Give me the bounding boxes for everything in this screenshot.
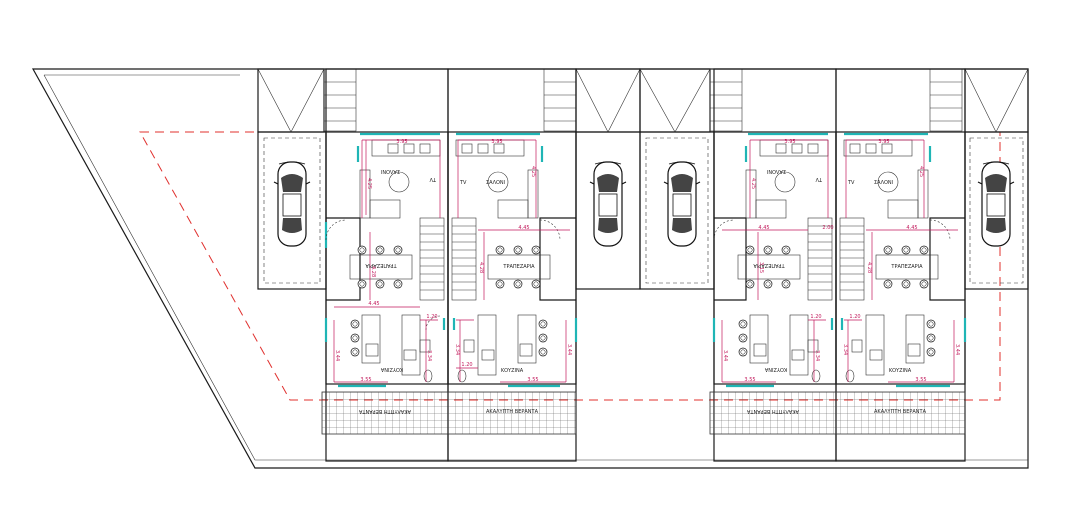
car-2: [589, 161, 627, 247]
unit2-dim-445: 4.45: [518, 225, 529, 231]
unit1-dim-120: 1.20: [426, 314, 437, 320]
unit3-dim-315: 3.15: [758, 262, 764, 273]
unit3-dining-label: ΤΡΑΠΕΖΑΡΙΑ: [753, 262, 786, 268]
unit1-kitchen-label: ΚΟΥΖΙΝΑ: [380, 366, 403, 372]
unit1-dim-445: 4.45: [368, 301, 379, 307]
unit2-veranda-label: ΑΚΑΛΥΠΤΗ ΒΕΡΑΝΤΑ: [486, 409, 539, 415]
unit1-dim-top: 3.95: [396, 139, 407, 145]
top-storage-boxes: [257, 68, 1029, 133]
unit4-dim-top: 3.95: [878, 139, 889, 145]
unit3-kitchen-label: ΚΟΥΖΙΝΑ: [764, 366, 787, 372]
unit1-dim-425: 4.25: [366, 178, 372, 189]
unit4-dim-120: 1.20: [849, 314, 860, 320]
unit2-dim-425: 4.25: [530, 166, 536, 177]
unit4-dining-label: ΤΡΑΠΕΖΑΡΙΑ: [890, 264, 923, 270]
unit3-dim-445: 4.45: [758, 225, 769, 231]
unit2-kitchen-label: ΚΟΥΖΙΝΑ: [501, 368, 524, 374]
unit2-dim-120: 1.20: [461, 362, 472, 368]
unit3-dim-344: 3.44: [722, 350, 728, 361]
unit2-dim-334: 3.34: [454, 344, 460, 355]
unit4-dim-428: 4.28: [866, 262, 872, 273]
unit2-dim-355: 3.55: [527, 377, 538, 383]
unit4-dim-355: 3.55: [915, 377, 926, 383]
unit1-dim-355: 3.55: [360, 377, 371, 383]
unit-4: [835, 68, 967, 462]
unit2-dim-344: 3.44: [566, 344, 572, 355]
car-1: [273, 161, 311, 247]
unit3-dim-334: 3.34: [814, 350, 820, 361]
unit2-dim-top: 3.95: [491, 139, 502, 145]
unit3-dim-425: 4.25: [750, 178, 756, 189]
car-3: [663, 161, 701, 247]
unit4-dim-425: 4.25: [918, 166, 924, 177]
unit-2: [447, 68, 578, 462]
unit4-salon-label: ΣΑΛΟΝΙ: [874, 180, 893, 186]
unit1-dim-344: 3.44: [334, 350, 340, 361]
unit1-dim-334: 3.34: [426, 350, 432, 361]
unit2-tv-label: TV: [459, 180, 467, 186]
car-4: [977, 161, 1015, 247]
unit1-salon-label: ΣΑΛΟΝΙ: [381, 168, 400, 174]
top-steps: [323, 68, 963, 132]
unit3-salon-label: ΣΑΛΟΝΙ: [767, 168, 786, 174]
unit3-dim-355: 3.55: [744, 377, 755, 383]
unit4-veranda-label: ΑΚΑΛΥΠΤΗ ΒΕΡΑΝΤΑ: [874, 409, 927, 415]
unit4-dim-344: 3.44: [954, 344, 960, 355]
unit1-tv-label: TV: [429, 176, 437, 182]
unit2-dim-428: 4.28: [478, 262, 484, 273]
unit-3: [709, 68, 837, 462]
unit3-tv-label: TV: [815, 176, 823, 182]
unit3-dim-120: 1.20: [810, 314, 821, 320]
unit1-dim-428: 4.28: [370, 266, 376, 277]
unit4-tv-label: TV: [847, 180, 855, 186]
unit3-veranda-label: ΑΚΑΛΥΠΤΗ ΒΕΡΑΝΤΑ: [746, 408, 799, 414]
unit3-dim-200: 2.00: [822, 225, 833, 231]
unit2-salon-label: ΣΑΛΟΝΙ: [486, 180, 505, 186]
unit1-veranda-label: ΑΚΑΛΥΠΤΗ ΒΕΡΑΝΤΑ: [358, 408, 411, 414]
unit2-dining-label: ΤΡΑΠΕΖΑΡΙΑ: [502, 264, 535, 270]
unit3-dim-top: 3.95: [784, 139, 795, 145]
unit4-dim-445: 4.45: [906, 225, 917, 231]
unit4-kitchen-label: ΚΟΥΖΙΝΑ: [889, 368, 912, 374]
unit4-dim-334: 3.34: [842, 344, 848, 355]
unit1-dining-label: ΤΡΑΠΕΖΑΡΙΑ: [365, 262, 398, 268]
site-inner-outline: [43, 74, 1028, 461]
